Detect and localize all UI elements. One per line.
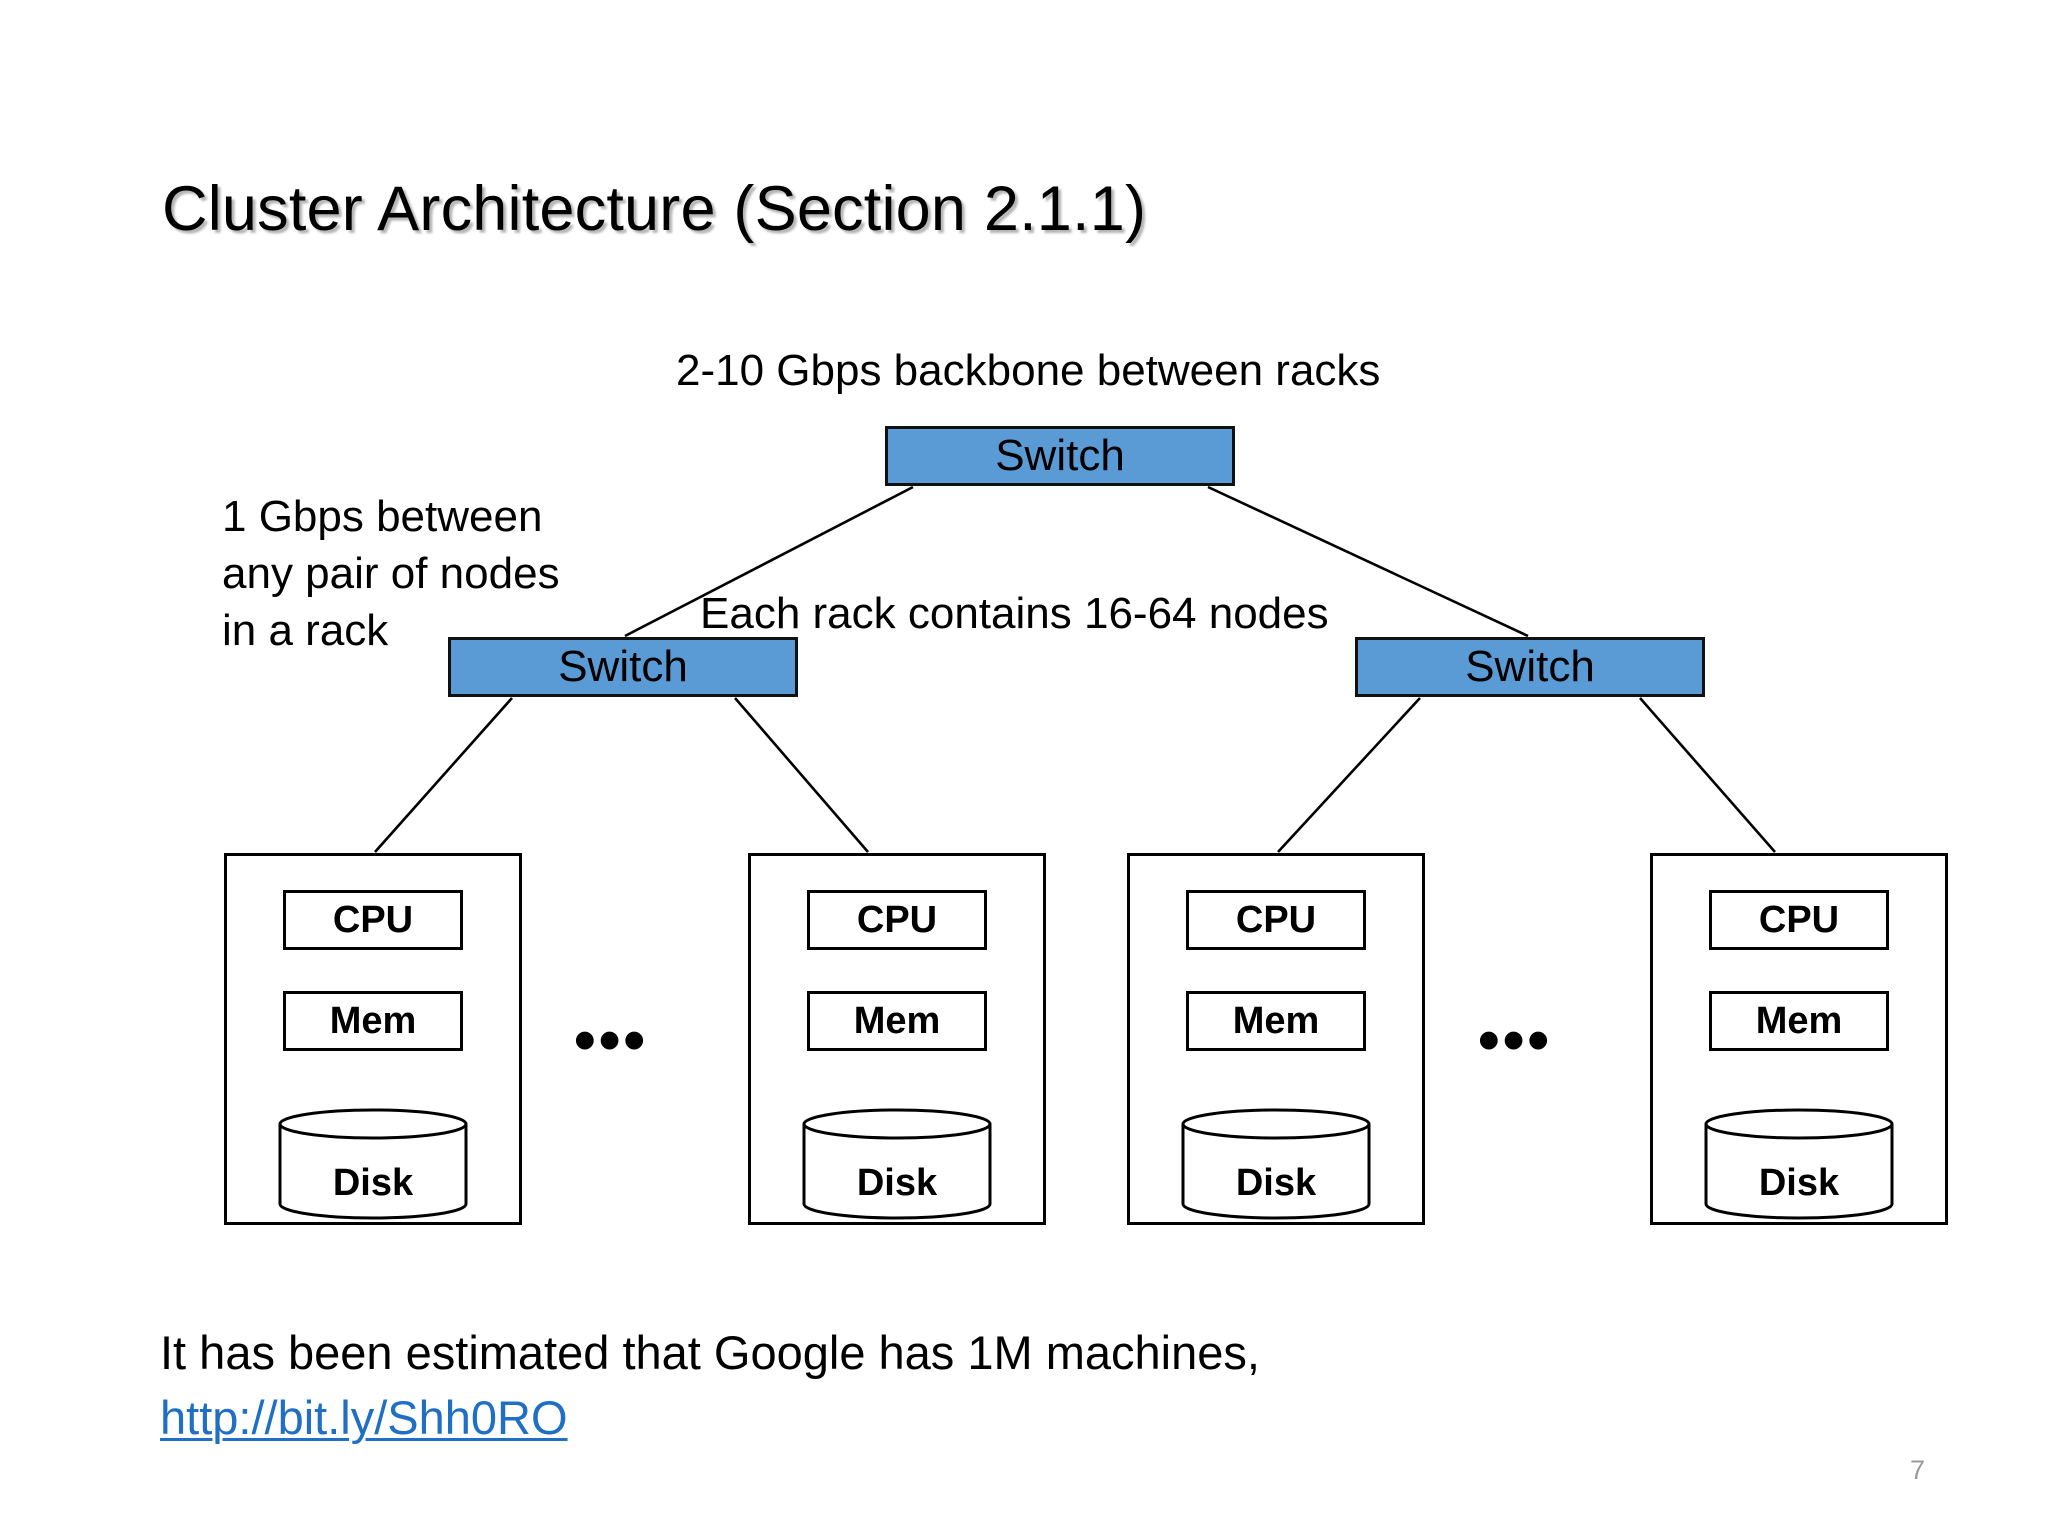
- disk-label: Disk: [856, 1162, 938, 1204]
- link-left-switch-to-rack-1: [374, 697, 513, 853]
- switch-right[interactable]: Switch: [1355, 637, 1705, 697]
- cpu-label: CPU: [1235, 898, 1317, 941]
- switch-top-label: Switch: [995, 431, 1125, 480]
- switch-left-label: Switch: [558, 642, 688, 691]
- cpu-label: CPU: [332, 898, 414, 941]
- disk-cylinder-icon: Disk: [1703, 1108, 1895, 1220]
- disk-cylinder-icon: Disk: [1180, 1108, 1372, 1220]
- switch-left[interactable]: Switch: [448, 637, 798, 697]
- disk-cylinder-icon: Disk: [277, 1108, 469, 1220]
- cpu-box: CPU: [1709, 890, 1889, 950]
- disk-label: Disk: [1758, 1162, 1840, 1204]
- link-right-switch-to-rack-3: [1277, 697, 1421, 853]
- link-left-switch-to-rack-2: [734, 697, 869, 853]
- disk-label: Disk: [1235, 1162, 1317, 1204]
- switch-top[interactable]: Switch: [885, 426, 1235, 486]
- disk-label: Disk: [332, 1162, 414, 1204]
- ellipsis-right: •••: [1478, 1006, 1553, 1075]
- switch-right-label: Switch: [1465, 642, 1595, 691]
- mem-label: Mem: [1232, 999, 1320, 1042]
- mem-label: Mem: [853, 999, 941, 1042]
- rack-node-3[interactable]: CPU Mem Disk: [1127, 853, 1425, 1225]
- rack-node-1[interactable]: CPU Mem Disk: [224, 853, 522, 1225]
- cpu-label: CPU: [856, 898, 938, 941]
- rack-node-2[interactable]: CPU Mem Disk: [748, 853, 1046, 1225]
- mem-label: Mem: [1755, 999, 1843, 1042]
- intra-rack-bandwidth-label: 1 Gbps between any pair of nodes in a ra…: [222, 492, 560, 656]
- footer-link[interactable]: http://bit.ly/Shh0RO: [160, 1391, 568, 1444]
- mem-box: Mem: [1709, 991, 1889, 1051]
- mem-box: Mem: [1186, 991, 1366, 1051]
- mem-box: Mem: [283, 991, 463, 1051]
- footer-note: It has been estimated that Google has 1M…: [160, 1326, 1260, 1379]
- cpu-box: CPU: [1186, 890, 1366, 950]
- page-title: Cluster Architecture (Section 2.1.1): [162, 174, 1147, 244]
- backbone-bandwidth-label: 2-10 Gbps backbone between racks: [676, 346, 1381, 395]
- mem-box: Mem: [807, 991, 987, 1051]
- ellipsis-left: •••: [574, 1006, 649, 1075]
- mem-label: Mem: [329, 999, 417, 1042]
- rack-node-4[interactable]: CPU Mem Disk: [1650, 853, 1948, 1225]
- cpu-box: CPU: [283, 890, 463, 950]
- cpu-box: CPU: [807, 890, 987, 950]
- rack-node-count-label: Each rack contains 16-64 nodes: [700, 589, 1329, 638]
- page-number: 7: [1910, 1455, 1926, 1485]
- disk-cylinder-icon: Disk: [801, 1108, 993, 1220]
- cpu-label: CPU: [1758, 898, 1840, 941]
- link-right-switch-to-rack-4: [1639, 697, 1776, 853]
